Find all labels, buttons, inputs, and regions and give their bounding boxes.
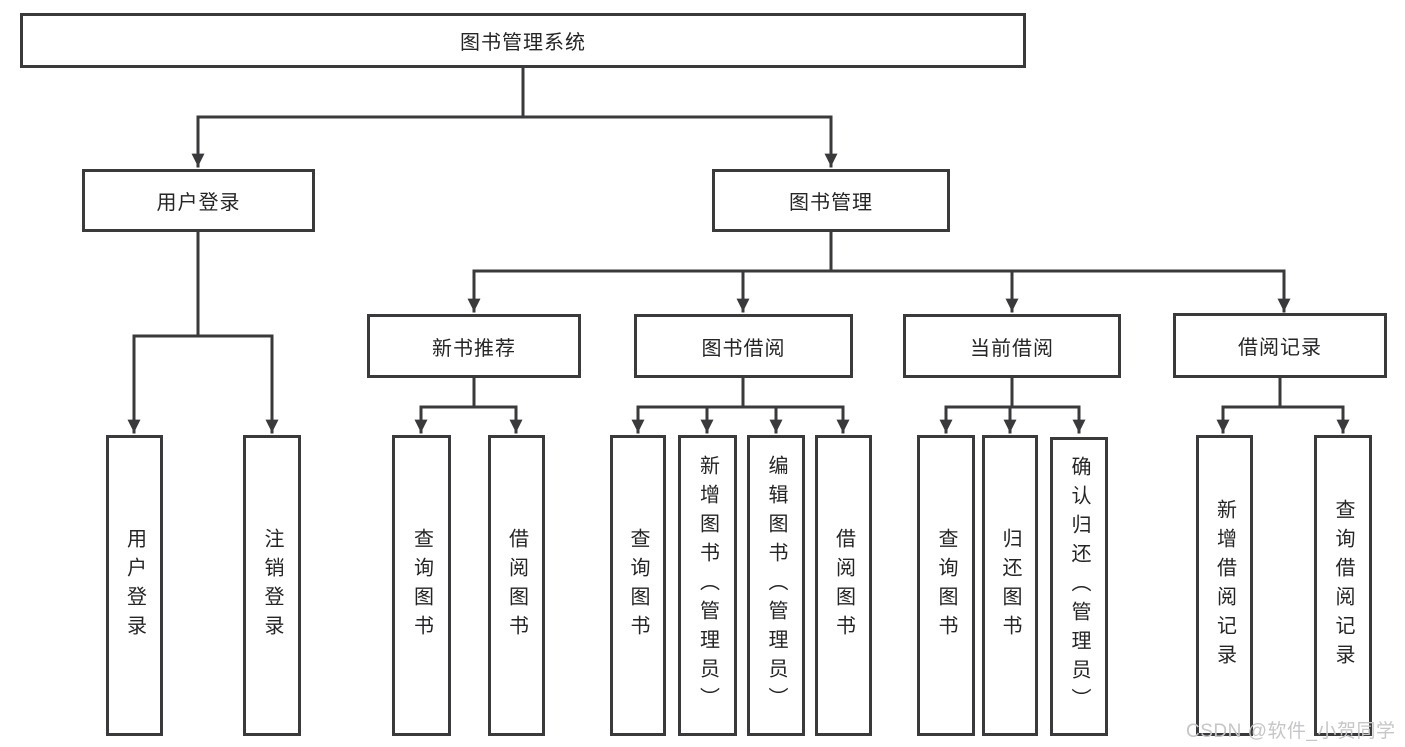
node-label: 归还图书	[999, 527, 1021, 644]
node-new-book-recommend: 新书推荐	[367, 314, 581, 378]
node-label: 当前借阅	[970, 337, 1054, 360]
leaf-edit-book-admin: 编辑图书（管理员）	[747, 435, 805, 736]
connector-buses	[132, 66, 1345, 409]
node-label: 用户登录	[156, 192, 241, 214]
leaf-logout: 注销登录	[243, 435, 301, 736]
leaf-query-books-3: 查询图书	[917, 435, 975, 736]
leaf-return-books: 归还图书	[982, 435, 1038, 736]
node-label: 新书推荐	[432, 337, 516, 360]
leaf-confirm-return-admin: 确认归还（管理员）	[1050, 437, 1108, 736]
node-label: 新增图书（管理员）	[696, 455, 719, 716]
node-label: 查询借阅记录	[1332, 498, 1354, 673]
leaf-query-borrow-record: 查询借阅记录	[1314, 435, 1372, 736]
node-user-login: 用户登录	[82, 169, 315, 232]
leaf-add-borrow-record: 新增借阅记录	[1196, 435, 1253, 736]
node-label: 查询图书	[935, 527, 957, 644]
leaf-query-books-1: 查询图书	[392, 435, 451, 736]
node-label: 借阅记录	[1238, 337, 1322, 359]
node-label: 查询图书	[627, 527, 649, 644]
node-label: 借阅图书	[832, 527, 855, 644]
node-label: 图书管理系统	[460, 32, 586, 54]
node-book-borrowing: 图书借阅	[634, 314, 853, 378]
node-current-borrowing: 当前借阅	[903, 314, 1121, 378]
node-book-management: 图书管理	[712, 169, 950, 232]
node-label: 新增借阅记录	[1213, 498, 1236, 673]
node-label: 查询图书	[410, 527, 433, 644]
node-label: 编辑图书（管理员）	[765, 455, 787, 716]
node-label: 图书管理	[789, 192, 873, 214]
node-label: 借阅图书	[505, 527, 528, 644]
leaf-borrow-books-2: 借阅图书	[815, 435, 872, 736]
node-borrowing-records: 借阅记录	[1173, 313, 1387, 378]
leaf-user-login: 用户登录	[106, 435, 163, 736]
leaf-add-book-admin: 新增图书（管理员）	[678, 435, 737, 736]
csdn-watermark: CSDN @软件_小贺同学	[1186, 721, 1396, 742]
node-label: 确认归还（管理员）	[1068, 456, 1090, 717]
leaf-borrow-books-1: 借阅图书	[488, 435, 545, 736]
leaf-query-books-2: 查询图书	[610, 435, 666, 736]
node-book-management-system: 图书管理系统	[20, 13, 1026, 68]
node-label: 注销登录	[261, 527, 283, 644]
node-label: 图书借阅	[701, 337, 786, 360]
node-label: 用户登录	[123, 527, 146, 644]
